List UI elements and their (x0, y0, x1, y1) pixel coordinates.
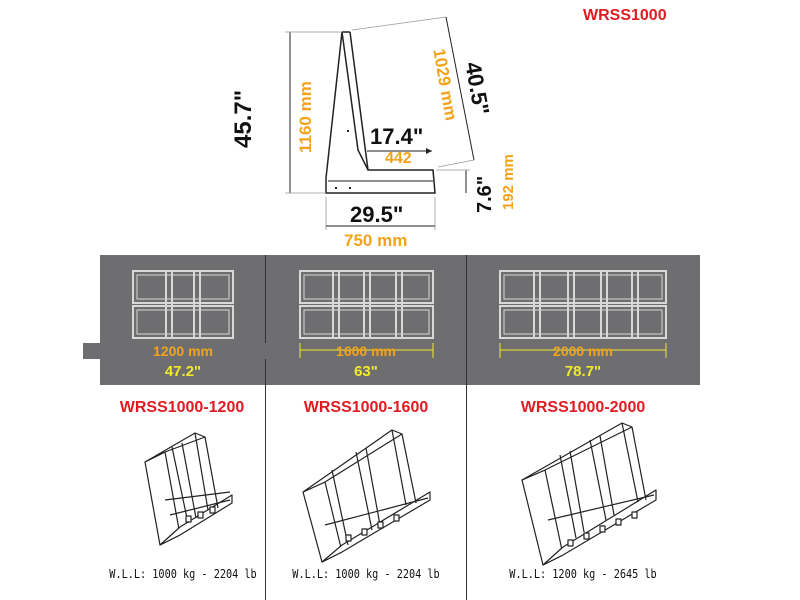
base-depth-mm-label: 750 mm (344, 231, 408, 250)
shelf-depth-inch-label: 17.4" (370, 124, 424, 149)
variant-3-width-mm: 2000 mm (553, 343, 613, 359)
variant-1-wll: W.L.L: 1000 kg - 2204 lb (109, 567, 257, 581)
variant-3-wll: W.L.L: 1200 kg - 2645 lb (509, 567, 657, 581)
base-depth-inch-label: 29.5" (350, 202, 404, 227)
column-separator-2 (466, 255, 467, 600)
variant-2-width-inch: 63" (354, 363, 378, 380)
column-separator-1 (265, 255, 266, 600)
variant-2-model: WRSS1000-1600 (303, 399, 429, 416)
variant-2-wll: W.L.L: 1000 kg - 2204 lb (292, 567, 440, 581)
variant-1-width-mm: 1200 mm (83, 343, 283, 359)
variant-1-width-inch: 47.2" (164, 363, 202, 380)
shelf-depth-mm-label: 442 (385, 150, 412, 167)
variant-1-model: WRSS1000-1200 (119, 399, 245, 416)
variant-3-model: WRSS1000-2000 (520, 399, 646, 416)
variant-3-width-inch: 78.7" (564, 363, 602, 380)
variant-2-width-mm: 1600 mm (336, 343, 396, 359)
side-view-drawing (285, 16, 475, 230)
header-model-title: WRSS1000 (583, 7, 667, 24)
